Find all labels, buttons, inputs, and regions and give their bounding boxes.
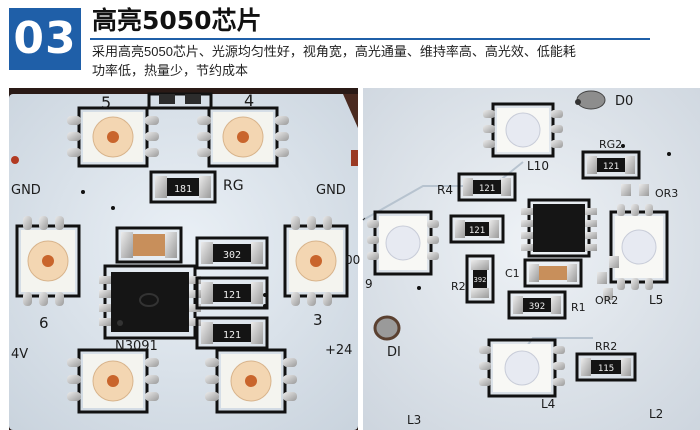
led-left-edge bbox=[367, 210, 439, 276]
silk-label: R4 bbox=[437, 183, 453, 197]
resistor-code: 121 bbox=[479, 184, 495, 194]
silk-label: L2 bbox=[649, 407, 663, 421]
title-underline bbox=[90, 38, 650, 40]
silk-label: C1 bbox=[505, 267, 520, 280]
silk-label: L5 bbox=[649, 293, 663, 307]
resistor-mid: 121 bbox=[449, 214, 505, 244]
capacitor bbox=[115, 226, 183, 264]
silk-label: R1 bbox=[571, 301, 586, 314]
resistor-code: 392 bbox=[474, 276, 487, 284]
led-l4 bbox=[479, 338, 565, 398]
capacitor-c1 bbox=[523, 258, 583, 288]
resistor-code: 121 bbox=[223, 290, 241, 301]
led-l10 bbox=[483, 102, 563, 158]
silk-label: RR2 bbox=[595, 340, 617, 353]
led-l5 bbox=[609, 204, 669, 290]
resistor-code: 115 bbox=[598, 364, 614, 374]
silk-label: 4V bbox=[11, 347, 28, 362]
resistor-code: 302 bbox=[223, 250, 241, 261]
silk-label: RG bbox=[223, 178, 244, 194]
left-board-svg: 181 302 121 121 5 4 RG GND GND 6 3 N3091 bbox=[9, 88, 360, 430]
silk-label: 6 bbox=[39, 314, 49, 332]
section-title: 高亮5050芯片 bbox=[92, 6, 262, 35]
header-banner: 03 高亮5050芯片 采用高亮5050芯片、光源均匀性好，视角宽，高光通量、维… bbox=[0, 0, 700, 86]
resistor-code: 121 bbox=[469, 226, 485, 236]
silk-label: L4 bbox=[541, 397, 555, 411]
resistor-rg2: 121 bbox=[581, 150, 641, 180]
left-board-photo: 181 302 121 121 5 4 RG GND GND 6 3 N3091 bbox=[9, 88, 360, 430]
led-4 bbox=[197, 106, 289, 168]
silk-label: OR3 bbox=[655, 187, 678, 200]
silk-label: L3 bbox=[407, 413, 421, 427]
led-3 bbox=[283, 216, 349, 306]
resistor-r1: 392 bbox=[507, 290, 567, 320]
resistor-code: 181 bbox=[174, 184, 192, 195]
silk-label: GND bbox=[316, 183, 346, 198]
silk-label: R2 bbox=[451, 280, 466, 293]
ic-chip bbox=[521, 198, 597, 258]
silk-label: 9 bbox=[365, 277, 373, 291]
silk-label: 4 bbox=[244, 91, 254, 110]
ic-chip-n3091 bbox=[99, 264, 201, 340]
resistor-code: 392 bbox=[529, 302, 545, 312]
resistor-181: 181 bbox=[149, 170, 217, 204]
resistor-r2: 392 bbox=[465, 254, 495, 304]
section-description: 采用高亮5050芯片、光源均匀性好，视角宽，高光通量、维持率高、高光效、低能耗 … bbox=[92, 42, 692, 80]
silk-label: 5 bbox=[101, 93, 111, 112]
silk-label: +24 bbox=[325, 343, 352, 358]
silk-label: 00 bbox=[345, 253, 360, 267]
resistor-code: 121 bbox=[223, 330, 241, 341]
resistor-rr2: 115 bbox=[575, 352, 637, 382]
led-bottom-right bbox=[205, 348, 297, 414]
silk-label: 3 bbox=[313, 311, 323, 329]
resistor-121-a: 121 bbox=[195, 276, 269, 310]
silk-label: DI bbox=[387, 345, 401, 360]
description-line-2: 功率低，热量少，节约成本 bbox=[92, 63, 249, 78]
section-number-badge: 03 bbox=[9, 8, 81, 70]
resistor-302: 302 bbox=[195, 236, 269, 270]
silk-label: D0 bbox=[615, 94, 633, 109]
silk-label: GND bbox=[11, 183, 41, 198]
silk-label: RG2 bbox=[599, 138, 622, 151]
resistor-r4: 121 bbox=[457, 172, 517, 202]
right-board-svg: 121 121 121 392 392 115 bbox=[362, 88, 700, 430]
silk-label: OR2 bbox=[595, 294, 618, 307]
right-board-photo: 121 121 121 392 392 115 bbox=[362, 88, 700, 430]
led-6 bbox=[15, 216, 81, 306]
description-line-1: 采用高亮5050芯片、光源均匀性好，视角宽，高光通量、维持率高、高光效、低能耗 bbox=[92, 44, 576, 59]
silk-label: L10 bbox=[527, 159, 549, 173]
resistor-code: 121 bbox=[603, 162, 619, 172]
led-bottom-left bbox=[67, 348, 159, 414]
silk-label: N3091 bbox=[115, 339, 158, 354]
led-5 bbox=[67, 106, 159, 168]
resistor-121-b: 121 bbox=[195, 316, 269, 350]
